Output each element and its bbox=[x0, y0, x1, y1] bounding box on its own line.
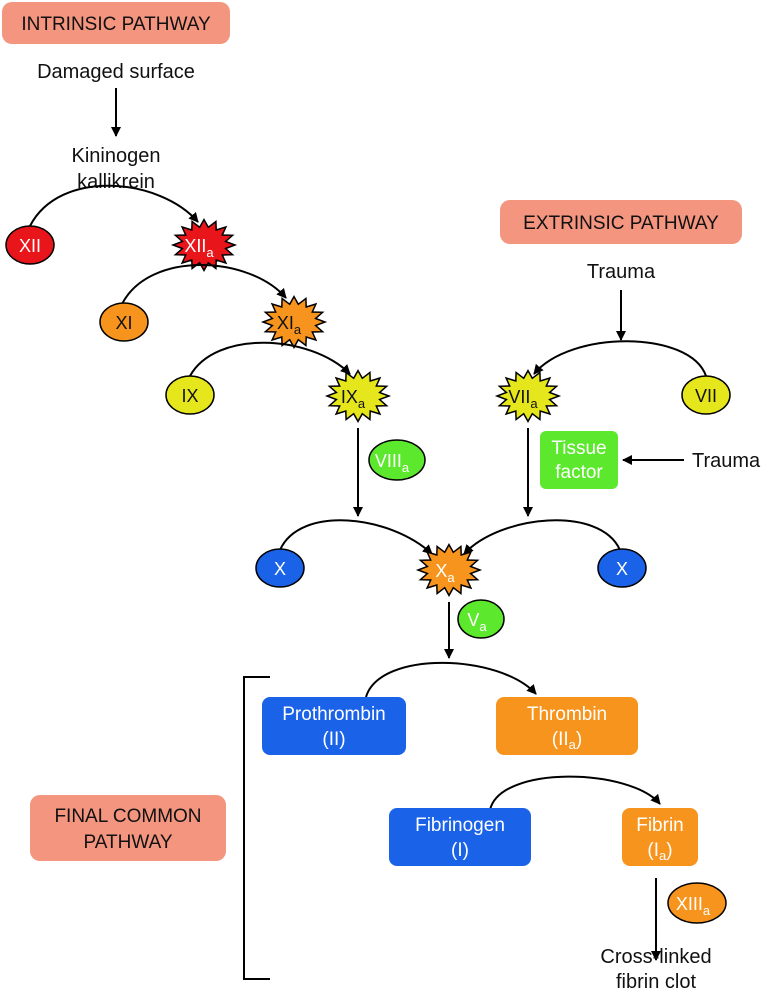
factor-ix: IX bbox=[165, 375, 215, 415]
thrombin-box: Thrombin (IIa) bbox=[496, 697, 638, 755]
svg-text:(Ia): (Ia) bbox=[647, 840, 672, 863]
tissue-factor-box: Tissue factor bbox=[540, 431, 618, 489]
factor-xii: XII bbox=[5, 225, 55, 265]
factor-x-left: X bbox=[255, 548, 305, 588]
factor-viia-activated: VIIa bbox=[494, 369, 562, 423]
arc-xi-to-xia bbox=[121, 264, 287, 305]
intrinsic-pathway-label: INTRINSIC PATHWAY bbox=[2, 2, 230, 44]
svg-text:XIIa: XIIa bbox=[184, 236, 214, 260]
svg-text:Prothrombin: Prothrombin bbox=[282, 704, 386, 725]
svg-text:EXTRINSIC PATHWAY: EXTRINSIC PATHWAY bbox=[523, 213, 719, 234]
cofactor-viiia: VIIIa bbox=[368, 439, 426, 481]
cofactor-va: Va bbox=[457, 599, 505, 639]
svg-text:Fibrin: Fibrin bbox=[636, 815, 684, 836]
fibrinogen-box: Fibrinogen (I) bbox=[389, 808, 531, 866]
svg-text:IX: IX bbox=[181, 386, 198, 406]
svg-text:(I): (I) bbox=[451, 840, 469, 861]
arc-vii-to-viia bbox=[533, 340, 707, 377]
svg-text:XII: XII bbox=[19, 236, 41, 256]
svg-text:(II): (II) bbox=[322, 729, 345, 750]
svg-text:VII: VII bbox=[695, 386, 717, 406]
svg-text:VIIa: VIIa bbox=[508, 387, 538, 411]
svg-text:XIIIa: XIIIa bbox=[676, 894, 711, 918]
svg-text:Va: Va bbox=[467, 610, 487, 634]
svg-text:XIa: XIa bbox=[277, 313, 302, 337]
svg-text:factor: factor bbox=[555, 462, 603, 483]
prothrombin-box: Prothrombin (II) bbox=[262, 697, 406, 755]
final-common-pathway-label: FINAL COMMON PATHWAY bbox=[30, 795, 226, 861]
cross-linked-label: Cross-linked bbox=[600, 946, 711, 968]
svg-text:X: X bbox=[616, 559, 628, 579]
arc-x-right-to-xa bbox=[463, 519, 621, 555]
svg-text:Tissue: Tissue bbox=[551, 438, 606, 459]
arc-ix-to-ixa bbox=[189, 341, 351, 377]
fibrin-box: Fibrin (Ia) bbox=[622, 808, 698, 866]
svg-text:X: X bbox=[274, 559, 286, 579]
svg-text:XI: XI bbox=[115, 313, 132, 333]
arc-fibrinogen-to-fibrin bbox=[489, 775, 661, 811]
factor-ixa-activated: IXa bbox=[324, 369, 392, 423]
damaged-surface-label: Damaged surface bbox=[37, 61, 195, 83]
svg-text:IXa: IXa bbox=[341, 387, 366, 411]
svg-text:Thrombin: Thrombin bbox=[527, 704, 607, 725]
svg-text:PATHWAY: PATHWAY bbox=[83, 832, 172, 853]
arc-x-left-to-xa bbox=[279, 519, 433, 555]
arc-xii-to-xiia bbox=[29, 184, 199, 227]
svg-text:Fibrinogen: Fibrinogen bbox=[415, 815, 505, 836]
factor-xa-activated: Xa bbox=[415, 543, 483, 597]
factor-xiia-activated: XIIa bbox=[170, 218, 238, 272]
kininogen-label: Kininogen bbox=[72, 145, 161, 167]
trauma-top-label: Trauma bbox=[587, 261, 656, 283]
factor-x-right: X bbox=[597, 548, 647, 588]
cofactor-xiiia: XIIIa bbox=[667, 882, 727, 924]
trauma-right-label: Trauma bbox=[692, 450, 761, 472]
fibrin-clot-label: fibrin clot bbox=[616, 971, 696, 993]
common-pathway-bracket bbox=[243, 676, 270, 980]
factor-xi: XI bbox=[99, 302, 149, 342]
factor-xia-activated: XIa bbox=[260, 295, 328, 349]
svg-text:Xa: Xa bbox=[435, 561, 455, 585]
svg-text:INTRINSIC PATHWAY: INTRINSIC PATHWAY bbox=[21, 14, 211, 35]
svg-text:FINAL COMMON: FINAL COMMON bbox=[54, 806, 201, 827]
svg-text:VIIIa: VIIIa bbox=[375, 451, 410, 475]
svg-text:(IIa): (IIa) bbox=[552, 729, 582, 752]
factor-vii: VII bbox=[681, 375, 731, 415]
extrinsic-pathway-label: EXTRINSIC PATHWAY bbox=[500, 200, 742, 244]
arc-prothrombin-to-thrombin bbox=[365, 661, 537, 698]
